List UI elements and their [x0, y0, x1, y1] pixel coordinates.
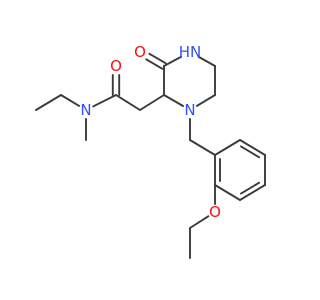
atom-o-lactam: O [134, 43, 146, 61]
bond-oeth-ch2 [189, 215, 210, 229]
bond-amide-cn [92, 94, 117, 108]
bond-lactam-co-1 [148, 52, 167, 65]
bond-c6-n1 [195, 94, 216, 107]
bond-lactam-co-2 [145, 58, 164, 70]
bond-n1-c2 [163, 94, 185, 107]
atom-o-ether: O [209, 203, 221, 221]
bond-ar-1 [214, 139, 241, 156]
atom-labels: O N HN O N O [80, 43, 221, 221]
bond-ar-2 [239, 139, 266, 156]
bond-ch2-aryl [189, 139, 216, 156]
atom-n-amide: N [80, 101, 91, 119]
bonds [35, 52, 266, 259]
molecule-canvas: O N HN O N O [35, 43, 266, 259]
atom-n-ring: N [184, 101, 195, 119]
bond-c3-nh [163, 55, 183, 67]
bond-ch2-c2 [139, 94, 165, 111]
bond-n-ethyl [60, 94, 81, 107]
bond-ar-inner-1 [240, 145, 261, 159]
bond-ar-5 [214, 184, 241, 201]
bond-ar-4 [239, 184, 266, 201]
atom-nh-ring: HN [179, 43, 202, 61]
structure-diagram: O N HN O N O [35, 43, 266, 259]
bond-nh-c5 [197, 55, 216, 67]
bond-amide-ch2 [115, 94, 141, 111]
atom-o-amide: O [110, 57, 122, 75]
bond-ethyl-ch3 [35, 94, 62, 111]
bond-ar-inner-2 [240, 181, 261, 195]
